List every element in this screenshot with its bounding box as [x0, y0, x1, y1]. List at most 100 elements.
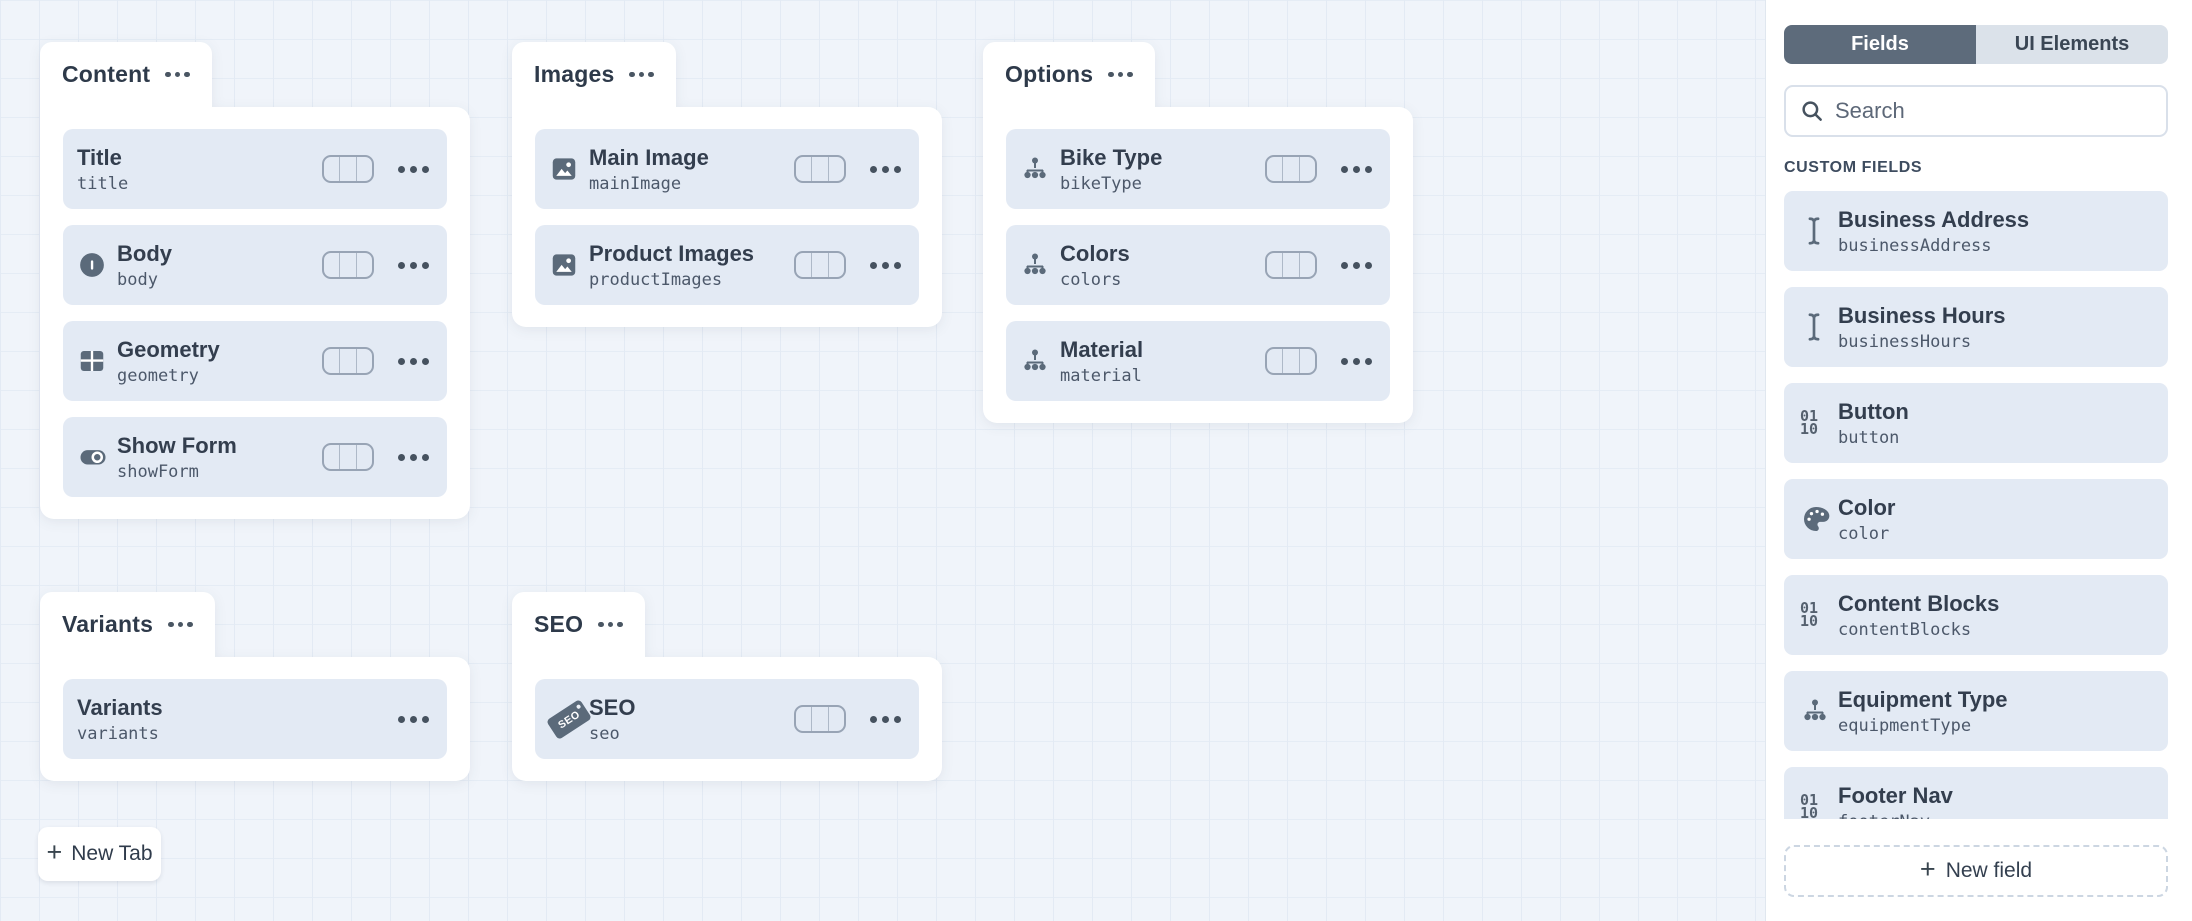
field-width-control[interactable]: [322, 155, 374, 183]
text-cursor-icon: [1800, 214, 1838, 248]
field-card-show-form[interactable]: Show Form showForm: [63, 417, 447, 497]
field-code: body: [117, 269, 158, 290]
item-code: color: [1838, 523, 1890, 544]
field-menu-button[interactable]: [398, 261, 429, 269]
group-panel-seo: SEO SEO seo: [512, 657, 942, 781]
new-field-button[interactable]: + New field: [1784, 845, 2168, 897]
field-label: Colors: [1060, 241, 1130, 267]
group-title: Variants: [62, 611, 154, 637]
new-tab-button[interactable]: + New Tab: [38, 827, 161, 881]
custom-fields-heading: CUSTOM FIELDS: [1784, 159, 1923, 176]
field-label: Show Form: [117, 433, 237, 459]
group-panel-variants: Variants variants: [40, 657, 470, 781]
field-width-control[interactable]: [322, 443, 374, 471]
field-width-control[interactable]: [1265, 347, 1317, 375]
field-card-colors[interactable]: Colors colors: [1006, 225, 1390, 305]
field-card-variants[interactable]: Variants variants: [63, 679, 447, 759]
field-label: Product Images: [589, 241, 755, 267]
sidebar-item-equipment-type[interactable]: Equipment Type equipmentType: [1784, 671, 2168, 751]
field-menu-button[interactable]: [398, 165, 429, 173]
group-tab-variants[interactable]: Variants: [40, 592, 215, 657]
plus-icon: +: [46, 837, 63, 867]
field-width-control[interactable]: [794, 251, 846, 279]
field-card-geometry[interactable]: Geometry geometry: [63, 321, 447, 401]
field-menu-button[interactable]: [398, 453, 429, 461]
plus-icon: +: [1919, 854, 1936, 884]
group-menu-icon[interactable]: [1108, 71, 1133, 78]
group-options: Options Bike Type bikeType Colors: [983, 42, 1413, 423]
field-menu-button[interactable]: [1341, 261, 1372, 269]
group-menu-icon[interactable]: [629, 71, 654, 78]
group-tab-options[interactable]: Options: [983, 42, 1155, 107]
field-code: bikeType: [1060, 173, 1142, 194]
group-panel-options: Bike Type bikeType Colors colors: [983, 107, 1413, 423]
field-width-control[interactable]: [794, 705, 846, 733]
field-code: variants: [77, 723, 159, 744]
field-menu-button[interactable]: [398, 715, 429, 723]
field-code: title: [77, 173, 129, 194]
group-content: Content Title title Body body: [40, 42, 470, 519]
field-code: seo: [589, 723, 620, 744]
group-title: Content: [62, 61, 151, 87]
field-menu-button[interactable]: [1341, 165, 1372, 173]
tab-ui-elements[interactable]: UI Elements: [1976, 25, 2168, 64]
field-menu-button[interactable]: [870, 165, 901, 173]
field-label: Title: [77, 145, 122, 171]
field-code: mainImage: [589, 173, 682, 194]
group-tab-content[interactable]: Content: [40, 42, 212, 107]
field-label: Variants: [77, 695, 163, 721]
item-code: businessHours: [1838, 331, 1972, 352]
field-card-seo[interactable]: SEO SEO seo: [535, 679, 919, 759]
richtext-icon: [77, 250, 117, 280]
group-tab-seo[interactable]: SEO: [512, 592, 645, 657]
field-card-bike-type[interactable]: Bike Type bikeType: [1006, 129, 1390, 209]
new-tab-label: New Tab: [71, 842, 153, 865]
group-panel-content: Title title Body body: [40, 107, 470, 519]
field-menu-button[interactable]: [398, 357, 429, 365]
field-menu-button[interactable]: [1341, 357, 1372, 365]
field-label: Geometry: [117, 337, 220, 363]
field-card-title[interactable]: Title title: [63, 129, 447, 209]
search-icon: [1799, 98, 1825, 124]
field-card-product-images[interactable]: Product Images productImages: [535, 225, 919, 305]
field-card-material[interactable]: Material material: [1006, 321, 1390, 401]
field-card-body[interactable]: Body body: [63, 225, 447, 305]
group-menu-icon[interactable]: [165, 71, 190, 78]
group-images: Images Main Image mainImage Product I: [512, 42, 942, 327]
item-label: Business Hours: [1838, 303, 2006, 329]
sidebar-item-business-address[interactable]: Business Address businessAddress: [1784, 191, 2168, 271]
image-icon: [549, 154, 589, 184]
field-code: showForm: [117, 461, 199, 482]
field-width-control[interactable]: [794, 155, 846, 183]
item-code: businessAddress: [1838, 235, 1992, 256]
field-label: Bike Type: [1060, 145, 1163, 171]
schema-canvas: Content Title title Body body: [0, 0, 1765, 921]
field-menu-button[interactable]: [870, 261, 901, 269]
tab-fields[interactable]: Fields: [1784, 25, 1976, 64]
field-menu-button[interactable]: [870, 715, 901, 723]
custom-fields-list: Business Address businessAddress Busines…: [1784, 191, 2168, 819]
group-menu-icon[interactable]: [598, 621, 623, 628]
item-code: equipmentType: [1838, 715, 1972, 736]
field-label: SEO: [589, 695, 636, 721]
field-width-control[interactable]: [322, 347, 374, 375]
sidebar-item-color[interactable]: Color color: [1784, 479, 2168, 559]
palette-icon: [1800, 503, 1838, 535]
field-width-control[interactable]: [1265, 155, 1317, 183]
field-card-main-image[interactable]: Main Image mainImage: [535, 129, 919, 209]
group-menu-icon[interactable]: [168, 621, 193, 628]
group-tab-images[interactable]: Images: [512, 42, 676, 107]
field-width-control[interactable]: [1265, 251, 1317, 279]
sidebar-tab-switcher: Fields UI Elements: [1784, 25, 2168, 64]
field-width-control[interactable]: [322, 251, 374, 279]
sidebar-item-business-hours[interactable]: Business Hours businessHours: [1784, 287, 2168, 367]
hierarchy-icon: [1800, 696, 1838, 726]
item-label: Footer Nav: [1838, 783, 1953, 809]
search-input[interactable]: [1835, 98, 2153, 124]
group-title: SEO: [534, 611, 584, 637]
